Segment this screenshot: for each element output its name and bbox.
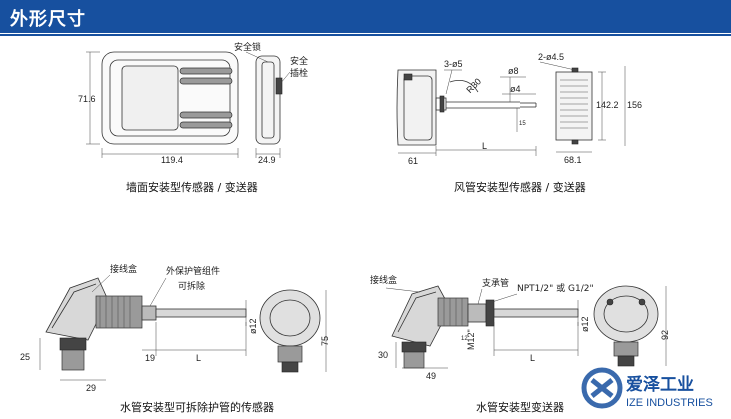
section-title: 外形尺寸 [10,9,86,30]
water2-caption: 水管安装型变送器 [476,400,564,414]
water2-h92-label: 92 [660,330,670,340]
duct-h1-label: 142.2 [596,100,619,110]
water1-d12-label: ø12 [248,318,258,334]
water2-d30-label: 30 [378,350,388,360]
water-transmitter-drawing: 接线盒 支承管 NPT1/2" 或 G1/2" M12" 12 L 30 49 … [370,274,670,414]
duct-small-label: 15 [519,121,526,127]
brand-mark-icon [581,367,623,409]
duct-caption: 风管安装型传感器 / 变送器 [454,180,586,194]
water1-protect-label: 外保护管组件 [166,265,220,277]
water2-d49-label: 49 [426,371,436,381]
brand-name-en: IZE INDUSTRIES [626,397,713,409]
water1-h75-label: 75 [320,336,330,346]
duct-left-label: 61 [408,156,418,166]
water1-length-label: L [196,353,201,363]
brand-logo: 爱泽工业 IZE INDUSTRIES [581,367,713,409]
header-underline [0,34,731,36]
water2-support-label: 支承管 [482,277,509,289]
water1-junction-label: 接线盒 [110,263,137,275]
water1-d19-label: 19 [145,353,155,363]
safety-pin-label-2: 插栓 [290,67,308,79]
duct-d8-label: ø8 [508,66,519,76]
duct-h2-label: 156 [627,100,642,110]
duct-mount-holes-label: 2-ø4.5 [538,52,564,62]
water1-removable-label: 可拆除 [178,280,205,292]
section-header: 外形尺寸 [0,0,731,33]
safety-lock-label: 安全锁 [234,41,261,53]
water1-d25-label: 25 [20,352,30,362]
water2-d12-label: ø12 [580,316,590,332]
duct-length-label: L [482,141,487,151]
water1-d29-label: 29 [86,383,96,393]
safety-pin-label-1: 安全 [290,55,308,67]
duct-mount-drawing: 3-ø5 R30 ø8 ø4 15 61 L 2-ø4.5 [396,52,642,194]
water2-thread-label: NPT1/2" 或 G1/2" [517,282,594,294]
water2-m12-label: M12" [466,329,476,350]
wall-caption: 墙面安装型传感器 / 变送器 [126,180,258,194]
wall-height-label: 71.6 [78,94,96,104]
water2-small-label: 12 [461,336,468,342]
duct-holes-label: 3-ø5 [444,59,463,69]
wall-width-label: 119.4 [161,155,183,165]
duct-radius-label: R30 [464,76,483,95]
water-removable-drawing: 19 L 25 29 接线盒 外保护管组件 可拆除 75 ø12 水管安装型可拆… [20,263,330,414]
water1-caption: 水管安装型可拆除护管的传感器 [120,400,274,414]
wall-depth-label: 24.9 [258,155,276,165]
duct-d4-label: ø4 [510,84,521,94]
brand-name-cn: 爱泽工业 [626,374,694,395]
water2-length-label: L [530,353,535,363]
wall-mount-drawing: 71.6 119.4 24.9 安全锁 安全 插栓 墙面安装型传感器 / 变送器 [78,41,308,194]
water2-junction-label: 接线盒 [370,274,397,286]
duct-w-label: 68.1 [564,155,582,165]
